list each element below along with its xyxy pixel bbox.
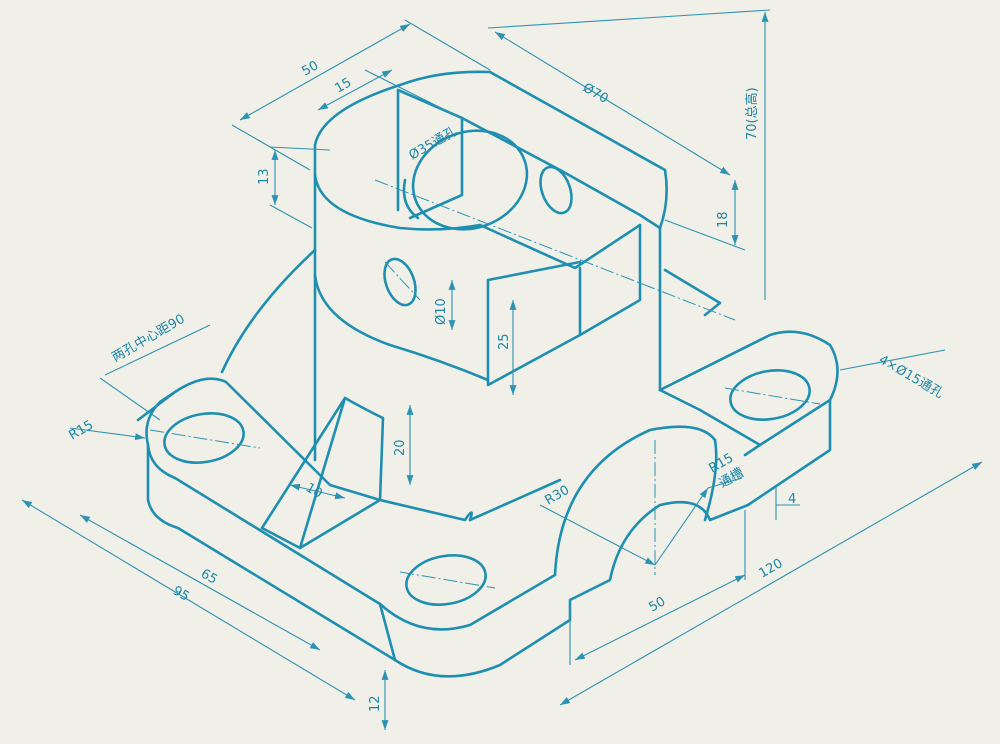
body-back xyxy=(468,478,562,522)
dim-25: 25 xyxy=(497,333,512,350)
dim-70-total: 70(总高) xyxy=(744,87,760,140)
dim-phi35: Ø35通孔 xyxy=(407,124,460,163)
dimension-labels: 50 15 Ø70 70(总高) Ø35通孔 13 18 Ø10 25 两孔中心… xyxy=(67,58,946,712)
dim-15: 15 xyxy=(333,75,355,96)
saddle-cut xyxy=(553,425,717,577)
center-lines xyxy=(149,179,821,589)
phi10-hole xyxy=(383,257,417,307)
dim-18: 18 xyxy=(716,211,731,228)
hole-front xyxy=(405,554,487,606)
hole-left xyxy=(163,412,245,464)
dim-4: 4 xyxy=(788,492,796,507)
dim-50-top: 50 xyxy=(300,58,322,79)
hole-right xyxy=(729,369,811,421)
dim-12: 12 xyxy=(368,695,383,712)
dim-20: 20 xyxy=(393,439,408,456)
dim-65: 65 xyxy=(198,566,220,587)
base-right-lobe xyxy=(658,330,839,447)
hole-top-right xyxy=(539,165,573,215)
dim-r15-left: R15 xyxy=(67,418,97,444)
dim-95: 95 xyxy=(170,583,192,604)
dim-phi10: Ø10 xyxy=(434,298,449,325)
dim-10-rib: 10 xyxy=(303,480,325,501)
dimension-lines xyxy=(21,9,983,730)
base-left-lobe-top xyxy=(146,443,382,606)
dim-50-bottom: 50 xyxy=(647,594,669,615)
dim-phi70: Ø70 xyxy=(580,80,611,106)
dim-holes-center: 两孔中心距90 xyxy=(110,312,188,366)
part-outline xyxy=(136,70,839,678)
top-slot xyxy=(396,88,464,220)
dim-4x-holes: 4×Ø15通孔 xyxy=(876,352,946,401)
dim-13: 13 xyxy=(257,168,272,185)
base-left-lobe xyxy=(145,377,397,662)
base-front-edge xyxy=(378,573,557,631)
